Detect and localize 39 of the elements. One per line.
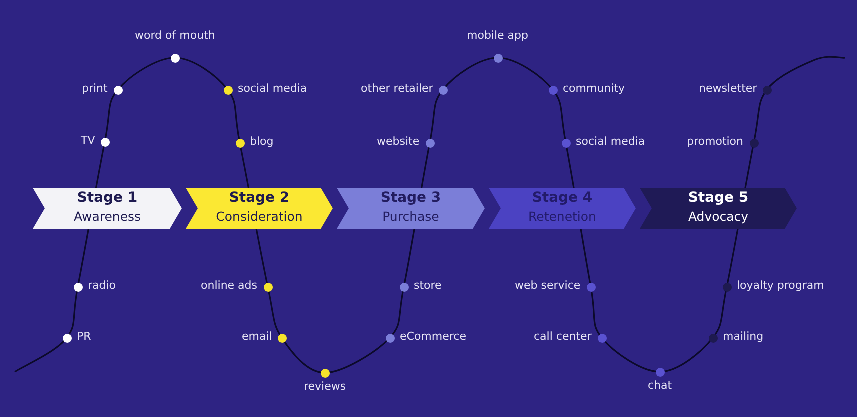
touchpoint-label: reviews <box>304 380 346 393</box>
touchpoint-label: social media <box>238 82 308 95</box>
touchpoint-label: social media <box>576 135 646 148</box>
stage-name: Consideration <box>215 209 304 224</box>
stage-title: Stage 4 <box>531 190 594 206</box>
stage-name: Awareness <box>72 209 142 224</box>
stage-name: Advocacy <box>687 209 750 224</box>
touchpoint-label: community <box>563 82 626 95</box>
stage-title: Stage 1 <box>76 190 139 206</box>
touchpoint-label: newsletter <box>699 82 758 95</box>
touchpoint-label: website <box>377 135 420 148</box>
touchpoint-label: radio <box>88 279 116 292</box>
stage-band <box>489 188 636 229</box>
touchpoint-label: chat <box>648 379 672 392</box>
touchpoint-label: call center <box>534 330 592 343</box>
touchpoint-label: word of mouth <box>135 29 216 42</box>
touchpoint-label: print <box>82 82 108 95</box>
stage-name: Retenetion <box>528 209 598 224</box>
stage-title: Stage 2 <box>228 190 291 206</box>
stage-title: Stage 3 <box>380 190 442 206</box>
touchpoint-label: web service <box>515 279 581 292</box>
touchpoint-label: email <box>242 330 272 343</box>
touchpoint-label: mailing <box>723 330 764 343</box>
touchpoint-label: promotion <box>687 135 744 148</box>
touchpoint-label: online ads <box>201 279 258 292</box>
touchpoint-label: eCommerce <box>400 330 466 343</box>
touchpoint-label: PR <box>77 330 92 343</box>
stage-band <box>186 188 333 229</box>
stage-name: Purchase <box>382 209 440 224</box>
stage-title: Stage 5 <box>687 190 750 206</box>
touchpoint-label: mobile app <box>467 29 529 42</box>
touchpoint-label: TV <box>81 134 96 147</box>
touchpoint-label: store <box>414 279 442 292</box>
stage-band <box>337 188 485 229</box>
touchpoint-label: other retailer <box>361 82 434 95</box>
stage-band <box>33 188 182 229</box>
touchpoint-label: blog <box>250 135 274 148</box>
stage-band <box>640 188 797 229</box>
touchpoint-label: loyalty program <box>737 279 824 292</box>
